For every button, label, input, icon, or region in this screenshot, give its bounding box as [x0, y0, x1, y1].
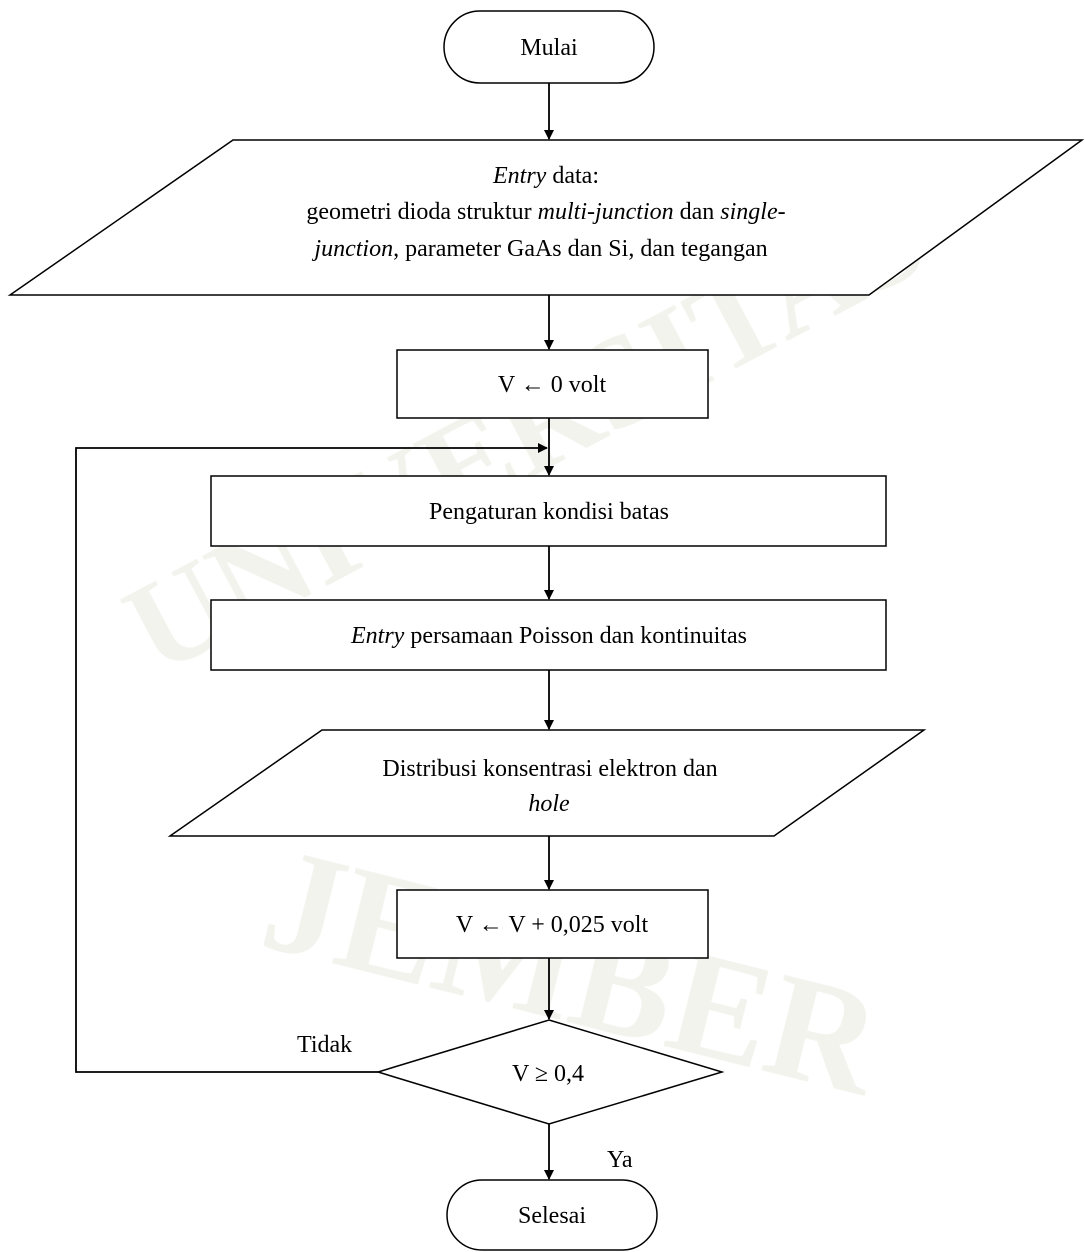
equations-label: Entry persamaan Poisson dan kontinuitas — [350, 623, 747, 649]
init-voltage-label: V ← 0 volt — [498, 372, 607, 398]
init-voltage-process: V ← 0 volt — [396, 349, 709, 419]
entry-data-line1: Entry data: — [492, 163, 599, 189]
decision-label: V ≥ 0,4 — [512, 1061, 584, 1087]
equations-process: Entry persamaan Poisson dan kontinuitas — [210, 599, 887, 671]
boundary-label: Pengaturan kondisi batas — [429, 499, 669, 525]
start-terminal: Mulai — [443, 10, 655, 84]
distribution-line1: Distribusi konsentrasi elektron dan — [382, 756, 717, 782]
entry-data-line2: geometri dioda struktur multi-junction d… — [306, 199, 785, 225]
start-label: Mulai — [520, 35, 578, 61]
boundary-process: Pengaturan kondisi batas — [210, 475, 887, 547]
distribution-io: Distribusi konsentrasi elektron dan hole — [167, 729, 927, 837]
no-branch-label: Tidak — [297, 1032, 352, 1058]
increment-label: V ← V + 0,025 volt — [456, 912, 649, 938]
distribution-line2: hole — [528, 791, 570, 817]
entry-data-io: Entry data: geometri dioda struktur mult… — [7, 139, 1085, 296]
end-terminal: Selesai — [446, 1179, 658, 1251]
end-label: Selesai — [518, 1203, 586, 1229]
increment-process: V ← V + 0,025 volt — [396, 889, 709, 959]
yes-branch-label: Ya — [607, 1147, 633, 1173]
entry-data-line3: junction, parameter GaAs dan Si, dan teg… — [311, 236, 767, 262]
decision-node: V ≥ 0,4 — [375, 1019, 725, 1125]
loop-back-connector — [75, 443, 548, 1073]
